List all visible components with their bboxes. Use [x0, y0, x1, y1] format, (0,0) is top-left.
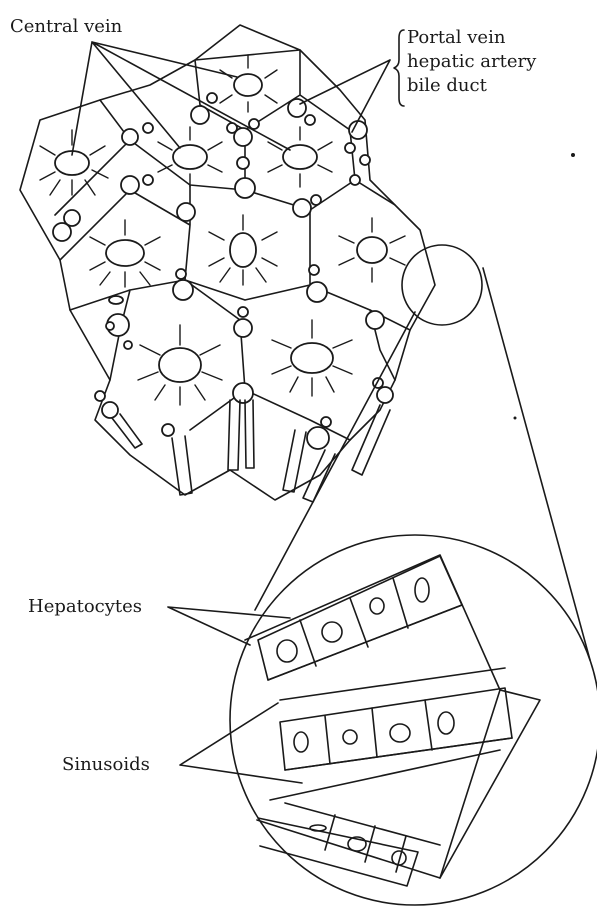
label-sinusoids: Sinusoids — [62, 756, 150, 774]
hepatocyte-cords — [245, 555, 540, 886]
central-vein-oval — [357, 237, 387, 263]
central-vein-oval — [106, 240, 144, 266]
label-portal-vein: Portal vein — [407, 26, 536, 50]
central-vein-oval — [234, 74, 262, 96]
cord-middle — [280, 688, 512, 770]
vessel-tubes — [112, 400, 390, 502]
label-portal-triad: Portal vein hepatic artery bile duct — [407, 26, 536, 98]
label-bile-duct: bile duct — [407, 74, 536, 98]
label-hepatic-artery: hepatic artery — [407, 50, 536, 74]
central-vein-oval — [291, 343, 333, 373]
label-hepatocytes: Hepatocytes — [28, 598, 142, 616]
label-central-vein: Central vein — [10, 18, 122, 36]
triad-brace — [394, 30, 404, 106]
zoom-detail-circle — [230, 535, 597, 905]
central-vein-oval — [230, 233, 256, 267]
leader-lines — [72, 42, 390, 783]
central-vein-oval — [173, 145, 207, 169]
magnifier-indicator — [230, 245, 597, 905]
central-vein-oval — [159, 348, 201, 382]
